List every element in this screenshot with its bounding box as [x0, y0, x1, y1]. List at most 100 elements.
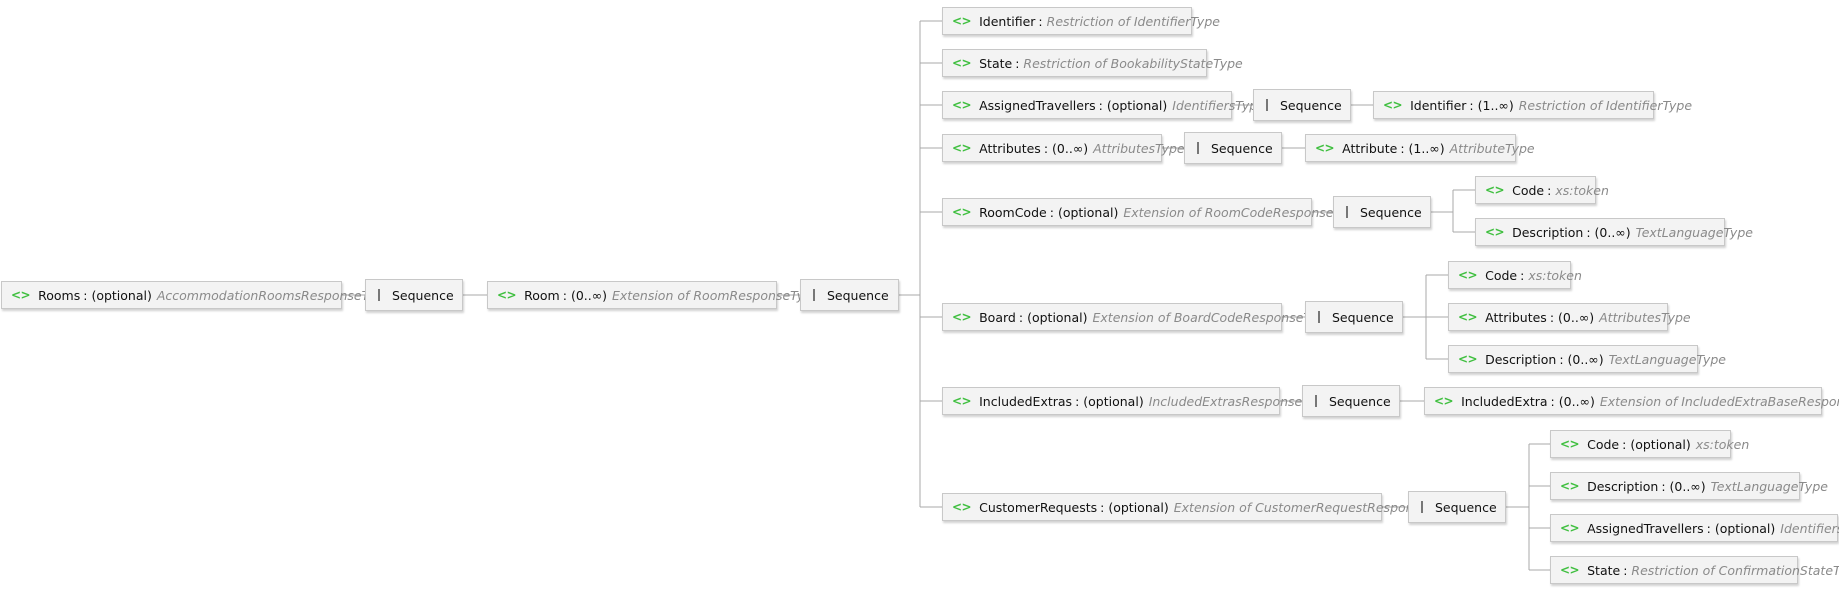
element-name: Rooms [38, 287, 81, 303]
element-cardinality: (0..∞) [1558, 393, 1595, 409]
element-identifier[interactable]: <>Identifier:(1..∞)Restriction of Identi… [1373, 91, 1692, 119]
element-type: Restriction of BookabilityStateType [1023, 55, 1243, 71]
element-name: RoomCode [979, 204, 1047, 220]
element-name: Code [1587, 436, 1620, 452]
element-cardinality: (optional) [1083, 393, 1144, 409]
element-code[interactable]: <>Code:xs:token [1448, 261, 1582, 289]
element-name: IncludedExtras [979, 393, 1073, 409]
element-type: AttributeType [1449, 140, 1535, 156]
element-icon: <> [11, 288, 31, 302]
name-separator: : [1469, 97, 1474, 113]
name-separator: : [1038, 13, 1043, 29]
sequence-icon [1266, 99, 1268, 111]
element-room[interactable]: <>Room:(0..∞)Extension of RoomResponseTy… [487, 281, 820, 309]
element-name: State [1587, 562, 1621, 578]
element-cardinality: (optional) [1630, 436, 1691, 452]
sequence-label: Sequence [1280, 97, 1342, 113]
element-cardinality: (optional) [91, 287, 152, 303]
element-cardinality: (optional) [1714, 520, 1776, 536]
element-attributes[interactable]: <>Attributes:(0..∞)AttributesType [942, 134, 1185, 162]
name-separator: : [562, 287, 567, 303]
element-icon: <> [1560, 479, 1580, 493]
element-icon: <> [952, 500, 972, 514]
element-attribute[interactable]: <>Attribute:(1..∞)AttributeType [1305, 134, 1535, 162]
sequence-rooms[interactable]: Sequence [365, 279, 463, 311]
element-identifier[interactable]: <>Identifier:Restriction of IdentifierTy… [942, 7, 1220, 35]
element-icon: <> [952, 205, 972, 219]
sequence-label: Sequence [1360, 204, 1422, 220]
element-cardinality: (optional) [1057, 204, 1119, 220]
element-type: Extension of BoardCodeResponseType [1092, 309, 1334, 325]
element-icon: <> [1434, 394, 1454, 408]
element-state[interactable]: <>State:Restriction of BookabilityStateT… [942, 49, 1243, 77]
element-type: AccommodationRoomsResponseType [156, 287, 392, 303]
element-icon: <> [1485, 183, 1505, 197]
sequence-label: Sequence [1332, 309, 1394, 325]
element-type: Restriction of ConfirmationStateType [1631, 562, 1839, 578]
element-name: Code [1485, 267, 1518, 283]
element-type: Extension of IncludedExtraBaseResponseTy… [1599, 393, 1839, 409]
element-name: Board [979, 309, 1016, 325]
sequence-customer-requests[interactable]: Sequence [1408, 491, 1506, 523]
element-type: xs:token [1555, 182, 1609, 198]
element-icon: <> [1560, 563, 1580, 577]
element-icon: <> [952, 141, 972, 155]
sequence-label: Sequence [1435, 499, 1497, 515]
element-type: AttributesType [1599, 309, 1691, 325]
sequence-included-extras[interactable]: Sequence [1302, 385, 1400, 417]
sequence-icon [1346, 206, 1348, 218]
element-included-extras[interactable]: <>IncludedExtras:(optional)IncludedExtra… [942, 387, 1332, 415]
element-icon: <> [1485, 225, 1505, 239]
element-type: IdentifiersType [1780, 520, 1839, 536]
name-separator: : [1018, 309, 1024, 325]
element-included-extra[interactable]: <>IncludedExtra:(0..∞)Extension of Inclu… [1424, 387, 1839, 415]
element-state[interactable]: <>State:Restriction of ConfirmationState… [1550, 556, 1839, 584]
element-name: Attributes [1485, 309, 1547, 325]
element-icon: <> [497, 288, 517, 302]
name-separator: : [1015, 55, 1020, 71]
element-room-code[interactable]: <>RoomCode:(optional)Extension of RoomCo… [942, 198, 1363, 226]
name-separator: : [1622, 436, 1627, 452]
element-attributes[interactable]: <>Attributes:(0..∞)AttributesType [1448, 303, 1691, 331]
sequence-label: Sequence [827, 287, 889, 303]
element-icon: <> [952, 14, 972, 28]
element-cardinality: (1..∞) [1408, 140, 1445, 156]
element-description[interactable]: <>Description:(0..∞)TextLanguageType [1550, 472, 1828, 500]
element-name: Attributes [979, 140, 1041, 156]
name-separator: : [1100, 499, 1105, 515]
element-name: Code [1512, 182, 1545, 198]
element-assigned-travellers[interactable]: <>AssignedTravellers:(optional)Identifie… [1550, 514, 1839, 542]
element-name: AssignedTravellers [1587, 520, 1704, 536]
element-rooms[interactable]: <>Rooms:(optional)AccommodationRoomsResp… [1, 281, 391, 309]
element-description[interactable]: <>Description:(0..∞)TextLanguageType [1475, 218, 1753, 246]
sequence-assigned-travellers[interactable]: Sequence [1253, 89, 1351, 121]
element-description[interactable]: <>Description:(0..∞)TextLanguageType [1448, 345, 1726, 373]
element-icon: <> [1458, 268, 1478, 282]
element-name: Description [1587, 478, 1659, 494]
element-type: Extension of RoomResponseType [612, 287, 820, 303]
element-customer-requests[interactable]: <>CustomerRequests:(optional)Extension o… [942, 493, 1457, 521]
element-code[interactable]: <>Code:(optional)xs:token [1550, 430, 1749, 458]
sequence-label: Sequence [1329, 393, 1391, 409]
element-board[interactable]: <>Board:(optional)Extension of BoardCode… [942, 303, 1333, 331]
element-name: Room [524, 287, 560, 303]
element-cardinality: (0..∞) [1669, 478, 1706, 494]
element-name: CustomerRequests [979, 499, 1098, 515]
sequence-icon [813, 289, 815, 301]
element-cardinality: (optional) [1027, 309, 1088, 325]
name-separator: : [1520, 267, 1525, 283]
element-cardinality: (optional) [1108, 499, 1169, 515]
sequence-attributes[interactable]: Sequence [1184, 132, 1282, 164]
name-separator: : [1559, 351, 1564, 367]
element-assigned-travellers[interactable]: <>AssignedTravellers:(optional)Identifie… [942, 91, 1265, 119]
element-name: AssignedTravellers [979, 97, 1096, 113]
element-type: TextLanguageType [1608, 351, 1726, 367]
element-type: IdentifiersType [1172, 97, 1265, 113]
sequence-room-code[interactable]: Sequence [1333, 196, 1431, 228]
element-code[interactable]: <>Code:xs:token [1475, 176, 1609, 204]
element-type: AttributesType [1093, 140, 1185, 156]
name-separator: : [1400, 140, 1405, 156]
sequence-board[interactable]: Sequence [1305, 301, 1403, 333]
sequence-room[interactable]: Sequence [800, 279, 899, 311]
